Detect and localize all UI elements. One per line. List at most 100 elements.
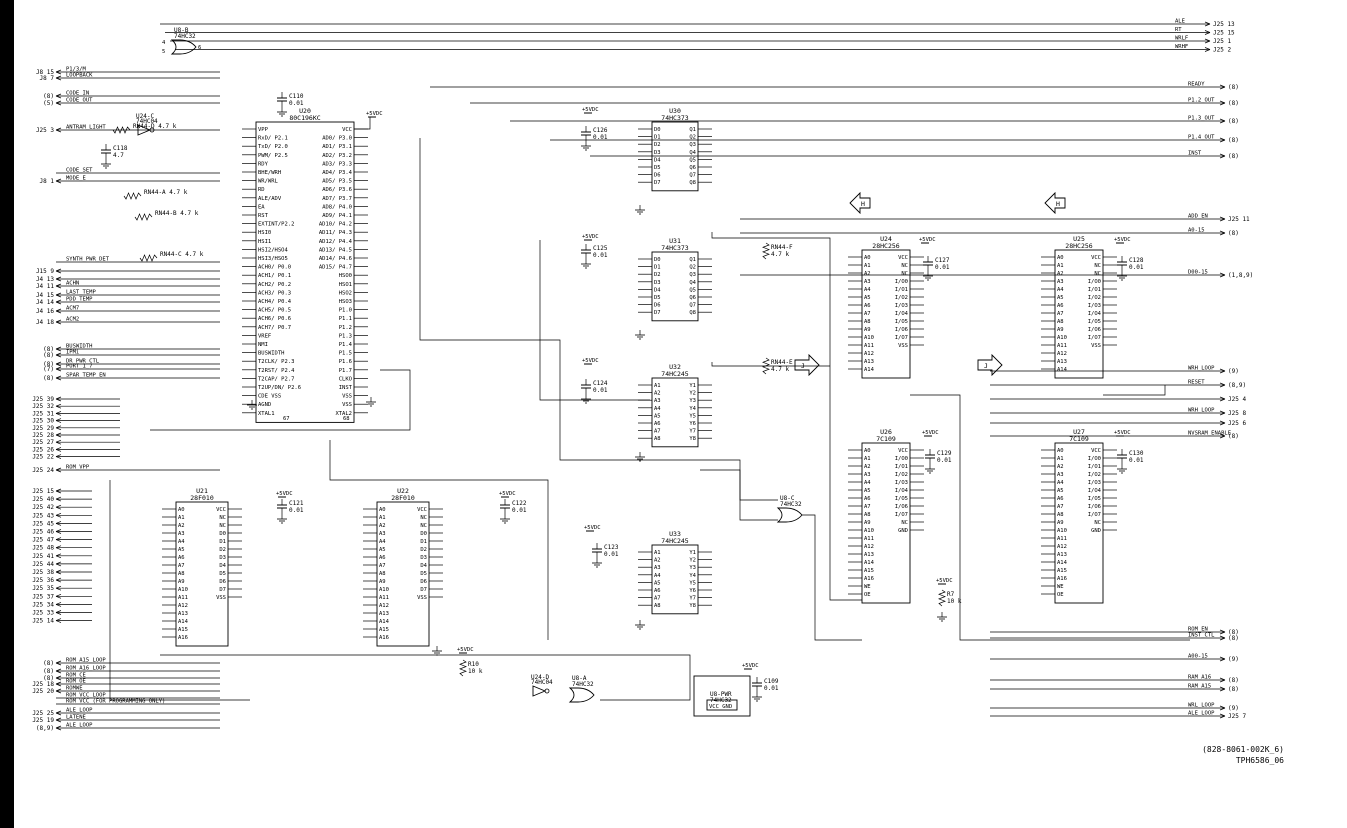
ic-pin-name: A10: [1057, 528, 1067, 534]
ic-pin-name: A16: [379, 635, 389, 641]
ic-pin-name: A3: [654, 398, 661, 404]
ic-ref: U20: [299, 107, 311, 115]
capacitor-value: 0.01: [593, 252, 608, 259]
ground-icon: [635, 330, 645, 340]
connector-arrow-icon: [1219, 153, 1226, 159]
ic-pin-name: A11: [379, 595, 389, 601]
ic-part: 28HC256: [1065, 242, 1092, 250]
ic-pin-name: A12: [379, 603, 389, 609]
ic-part: 28F010: [391, 494, 415, 502]
ground-icon: [1117, 464, 1127, 474]
inverter-icon: [137, 124, 152, 136]
connector-label: (8): [1228, 153, 1239, 160]
gate-part: 74HC32: [572, 681, 594, 688]
wire: [419, 138, 778, 521]
ic-pin-name: A8: [864, 319, 871, 325]
ic-pin-name: Y5: [689, 413, 696, 419]
ic-pin-name: I/O0: [895, 279, 908, 285]
capacitor-ref: C121: [289, 500, 304, 507]
connector-label: (9): [1228, 368, 1239, 375]
ic-pin-name: D1: [654, 265, 661, 271]
ic-pin-name: Y6: [689, 588, 696, 594]
net-label: ROMWE: [66, 686, 83, 692]
or-gate-icon: [776, 507, 803, 523]
ic-pin-name: P1.5: [339, 351, 352, 357]
net-label: P1.4_OUT: [1188, 135, 1215, 141]
ic-pin-name: P1.0: [339, 308, 352, 314]
connector-arrow-icon: [1219, 100, 1226, 106]
net-label: P1/3/M: [66, 67, 87, 73]
ic-pin-name: T2CLK/ P2.3: [258, 359, 294, 365]
ic-pin-name: RST: [258, 213, 269, 219]
net-label: MODE_E: [66, 176, 86, 182]
ic-pin-name: A11: [864, 343, 874, 349]
ic-pin-name: A4: [654, 573, 661, 579]
ic-u26: [861, 442, 911, 604]
ground-icon: [581, 259, 591, 269]
ic-pin-name: D2: [654, 142, 661, 148]
ic-ref: U25: [1073, 235, 1085, 243]
ic-pin-name: HSI0: [258, 230, 271, 236]
ic-pin-name: VCC: [1091, 255, 1101, 261]
ic-pin-name: Y1: [689, 550, 696, 556]
ic-pin-name: A13: [1057, 359, 1067, 365]
ic-pin-name: A12: [1057, 544, 1067, 550]
connector-arrow-icon: [1219, 420, 1226, 426]
ic-pin-name: VREF: [258, 333, 271, 339]
capacitor-ref: C125: [593, 245, 608, 252]
ic-pin-name: A1: [379, 515, 386, 521]
ic-part: 7C109: [1069, 435, 1089, 443]
ic-ref: U21: [196, 487, 208, 495]
ic-pin-name: A10: [1057, 335, 1067, 341]
ic-pin-name: I/O3: [1088, 303, 1101, 309]
ic-pin-name: A7: [864, 504, 871, 510]
connector-label: (8): [43, 375, 54, 382]
ic-u22: [376, 501, 430, 647]
net-label: SYNTH_PWR_DET: [66, 257, 110, 263]
ic-pin-name: I/O2: [895, 295, 908, 301]
connector-label: J25 26: [32, 446, 54, 453]
ic-pin-name: A5: [379, 547, 386, 553]
supply-label: +5VDC: [457, 647, 474, 653]
ic-pin-name: A0: [379, 507, 386, 513]
supply-label: +5VDC: [366, 111, 383, 117]
ic-pin-name: VCC: [216, 507, 226, 513]
wire: [802, 514, 862, 641]
ic-pin-name: ACH0/ P0.0: [258, 265, 291, 271]
ic-pin-name: A1: [1057, 263, 1064, 269]
inverter-bubble: [149, 127, 155, 133]
ic-ref: U8-PWR: [710, 691, 732, 698]
connector-arrow-icon: [1219, 677, 1226, 683]
ic-pin-name: AD10/ P4.2: [319, 222, 352, 228]
ic-pin-name: Y8: [689, 436, 696, 442]
ic-pin-name: A2: [864, 464, 871, 470]
ic-pin-name: D7: [654, 310, 661, 316]
resistor: [134, 213, 153, 221]
resistor-ref: R10: [468, 661, 479, 668]
net-label: ACM7: [66, 306, 79, 312]
ic-pin-name: A7: [654, 429, 661, 435]
ic-pin-name: A4: [1057, 480, 1064, 486]
ic-pin-name: AD13/ P4.5: [319, 247, 352, 253]
connector-label: (8): [43, 346, 54, 353]
connector-arrow-icon: [1219, 433, 1226, 439]
resistor: [762, 242, 770, 260]
ic-pin-name: I/O5: [1088, 319, 1101, 325]
connector-label: J8 1: [40, 178, 55, 185]
resistor-value: 10 k: [947, 598, 962, 605]
net-label: ANTRAM_LIGHT: [66, 125, 106, 131]
ic-pin-name: A10: [864, 528, 874, 534]
ic-pin-name: VCC: [417, 507, 427, 513]
ic-pin-name: BHE/WRH: [258, 170, 281, 176]
ic-pin-name: ALE/ADV: [258, 196, 282, 202]
ic-ref: U22: [397, 487, 409, 495]
ic-pin-name: WR/WRL: [258, 179, 279, 185]
ic-ref: U30: [669, 107, 681, 115]
resistor: [123, 192, 142, 200]
ic-u30: [651, 121, 699, 192]
connector-label: J25 7: [1228, 713, 1246, 720]
ic-pin-name: A2: [654, 558, 661, 564]
ic-pin-name: A16: [1057, 576, 1067, 582]
connector-arrow-icon: [1219, 686, 1226, 692]
connector-arrow-icon: [1219, 635, 1226, 641]
